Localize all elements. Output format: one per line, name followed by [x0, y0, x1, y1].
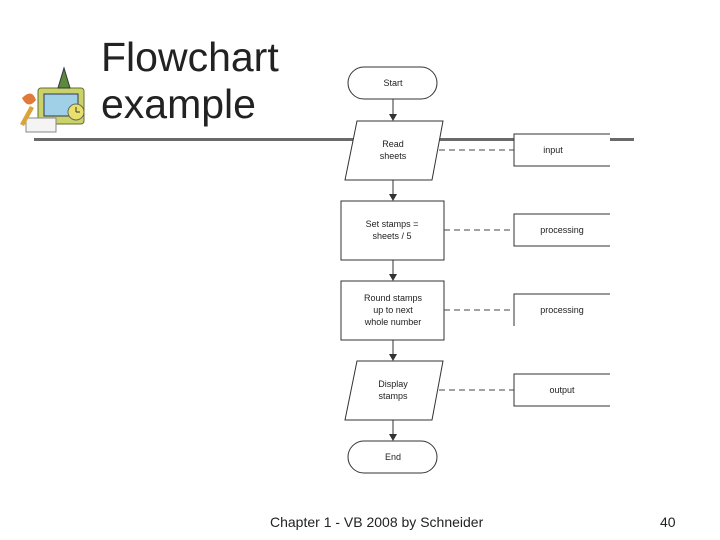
processing1-label: processing — [540, 225, 584, 235]
set-text-1: Set stamps = — [366, 219, 419, 229]
flow-arrowhead-2 — [389, 194, 397, 201]
end-terminal — [347, 440, 438, 474]
slide-title: Flowchart example — [101, 34, 279, 128]
round-text-3: whole number — [364, 317, 422, 327]
processing2-label: processing — [540, 305, 584, 315]
output-label-box — [513, 373, 610, 407]
set-text-2: sheets / 5 — [372, 231, 411, 241]
processing1-label-box — [513, 213, 610, 247]
display-stamps-shape — [344, 360, 444, 421]
flow-arrowhead-1 — [389, 114, 397, 121]
round-text-1: Round stamps — [364, 293, 423, 303]
footer-text: Chapter 1 - VB 2008 by Schneider — [270, 514, 484, 530]
start-text: Start — [383, 78, 403, 88]
title-line-2: example — [101, 81, 256, 127]
title-line-1: Flowchart — [101, 34, 279, 80]
flow-arrowhead-3 — [389, 274, 397, 281]
read-sheets-shape — [344, 120, 444, 181]
output-label: output — [549, 385, 575, 395]
page-number: 40 — [660, 514, 676, 530]
input-label-box — [513, 133, 610, 167]
title-underline — [34, 138, 634, 141]
set-stamps-process — [340, 200, 445, 261]
round-text-2: up to next — [373, 305, 413, 315]
read-text-2: sheets — [380, 151, 407, 161]
flow-arrowhead-5 — [389, 434, 397, 441]
read-text-1: Read — [382, 139, 404, 149]
end-text: End — [385, 452, 401, 462]
display-text-1: Display — [378, 379, 408, 389]
flow-arrowhead-4 — [389, 354, 397, 361]
processing2-label-box — [513, 293, 610, 326]
input-label: input — [543, 145, 563, 155]
computer-clipart-icon — [20, 66, 85, 133]
display-text-2: stamps — [378, 391, 408, 401]
round-stamps-process — [340, 280, 445, 341]
